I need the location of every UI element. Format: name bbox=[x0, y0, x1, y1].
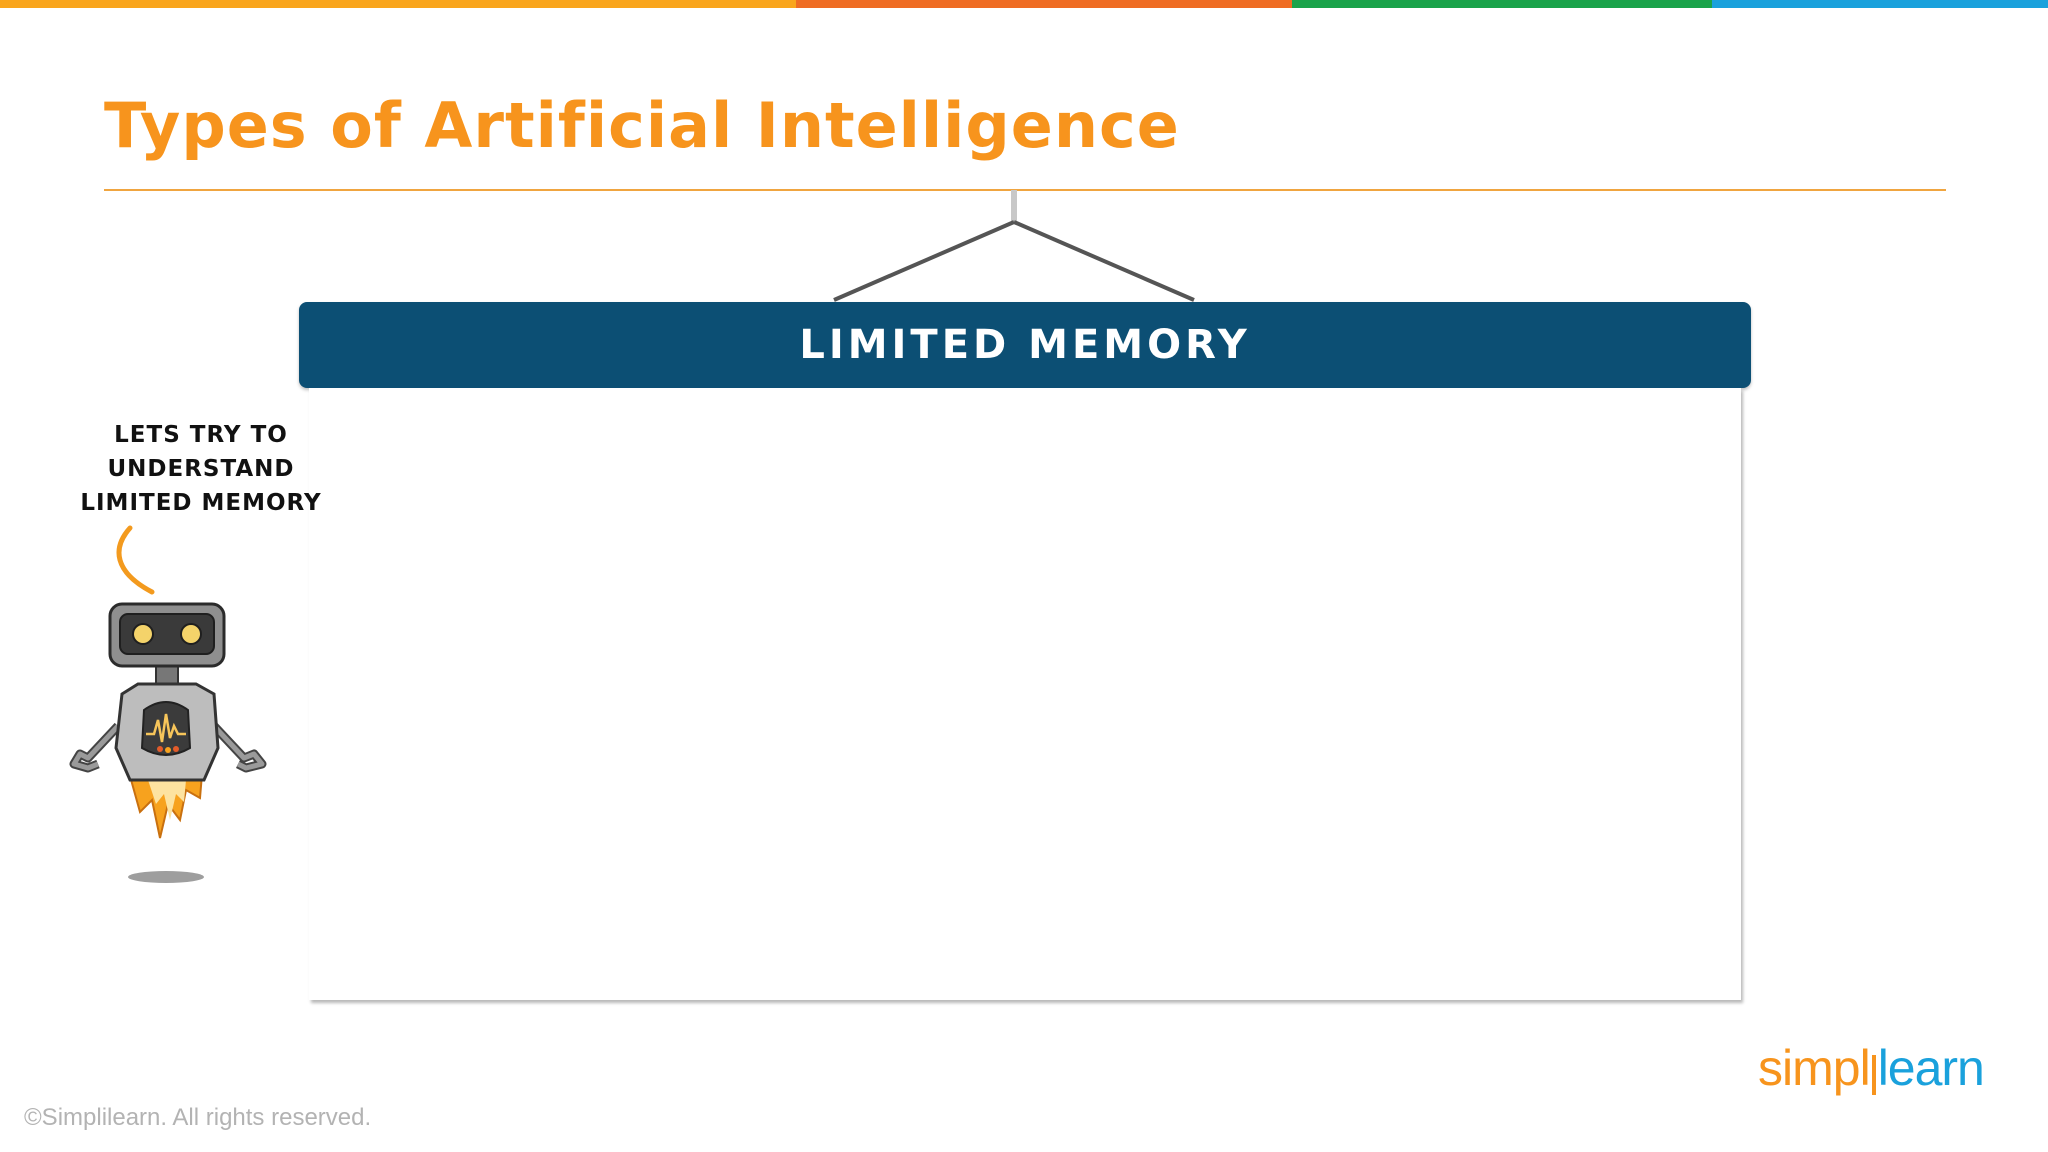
speech-line: UNDERSTAND bbox=[107, 456, 295, 482]
top-color-stripe bbox=[0, 0, 2048, 8]
stripe-segment-red-orange bbox=[796, 0, 1292, 8]
copyright-notice: ©Simplilearn. All rights reserved. bbox=[24, 1104, 372, 1131]
speech-tail bbox=[116, 525, 155, 595]
stripe-segment-green bbox=[1292, 0, 1712, 8]
limited-memory-banner: LIMITED MEMORY bbox=[299, 302, 1751, 388]
speech-line: LETS TRY TO bbox=[114, 422, 288, 448]
stripe-segment-blue bbox=[1712, 0, 2048, 8]
connector-left-branch bbox=[833, 220, 1015, 302]
logo-divider bbox=[1871, 1055, 1876, 1095]
speech-line: LIMITED MEMORY bbox=[80, 490, 322, 516]
logo-text-simpl: simpl bbox=[1758, 1040, 1871, 1096]
speech-text: LETS TRY TO UNDERSTAND LIMITED MEMORY bbox=[66, 418, 336, 520]
slide-title: Types of Artificial Intelligence bbox=[104, 89, 1180, 162]
connector-right-branch bbox=[1013, 220, 1195, 302]
logo-text-learn: learn bbox=[1877, 1040, 1985, 1096]
tree-connector bbox=[833, 190, 1195, 302]
banner-label: LIMITED MEMORY bbox=[799, 322, 1251, 368]
rocket-robot-icon bbox=[69, 602, 267, 883]
title-underline bbox=[104, 189, 1946, 191]
stripe-segment-orange bbox=[0, 0, 796, 8]
content-panel bbox=[309, 388, 1741, 1000]
